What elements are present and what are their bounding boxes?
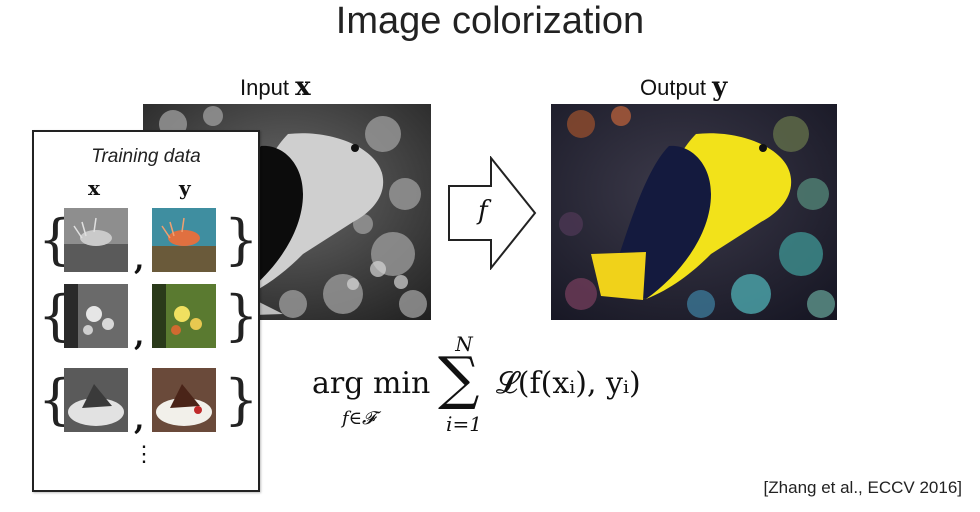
training-col-x: x xyxy=(88,176,100,200)
training-col-y: y xyxy=(179,176,191,200)
output-symbol: y xyxy=(712,72,728,102)
formula-argmin-subscript: f∈𝓕 xyxy=(342,408,376,429)
training-data-title: Training data xyxy=(91,146,201,167)
formula-loss: 𝓛(f(xᵢ), yᵢ) xyxy=(496,366,641,401)
grayscale-flowers-thumbnail xyxy=(64,284,128,348)
right-brace: } xyxy=(224,368,259,431)
training-pair-2: { , } xyxy=(34,284,258,354)
color-flowers-thumbnail xyxy=(152,284,216,348)
formula-sum-lower: i=1 xyxy=(446,412,482,436)
vertical-ellipsis: ⋮ xyxy=(133,442,155,467)
formula-sum-symbol: ∑ xyxy=(438,344,480,412)
objective-formula: arg min f∈𝓕 N ∑ i=1 𝓛(f(xᵢ), yᵢ) xyxy=(312,332,692,442)
function-label: f xyxy=(478,196,488,226)
input-label: Input x xyxy=(240,72,311,102)
training-pair-3: { , } xyxy=(34,368,258,438)
pair-comma: , xyxy=(134,242,145,277)
output-label: Output y xyxy=(640,72,727,102)
output-color-fish-image xyxy=(551,104,837,320)
color-lionfish-thumbnail xyxy=(152,208,216,272)
input-symbol: x xyxy=(295,72,311,102)
grayscale-lionfish-thumbnail xyxy=(64,208,128,272)
training-pair-1: { , } xyxy=(34,208,258,278)
color-cake-thumbnail xyxy=(152,368,216,432)
formula-argmin: arg min xyxy=(312,366,431,401)
pair-comma: , xyxy=(134,318,145,353)
right-brace: } xyxy=(224,208,259,271)
output-label-text: Output xyxy=(640,75,707,100)
input-label-text: Input xyxy=(240,75,289,100)
pair-comma: , xyxy=(134,402,145,437)
right-brace: } xyxy=(224,284,259,347)
citation: [Zhang et al., ECCV 2016] xyxy=(763,478,962,497)
formula-sum-upper: N xyxy=(455,332,473,356)
grayscale-cake-thumbnail xyxy=(64,368,128,432)
training-data-panel: Training data x y { , } { , } { xyxy=(32,130,260,492)
function-arrow xyxy=(448,156,537,270)
page-title: Image colorization xyxy=(335,0,645,42)
